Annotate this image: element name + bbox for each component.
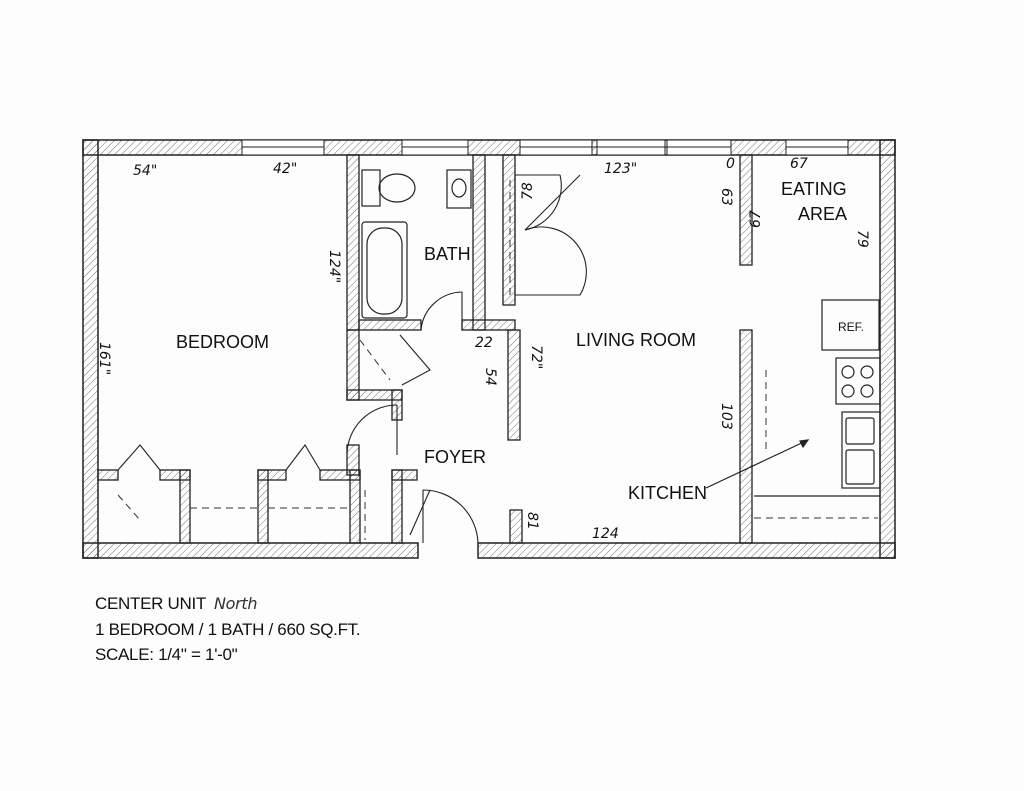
annotation-72: 72" xyxy=(528,345,544,369)
annotation-79: 79 xyxy=(854,230,870,248)
wall-right xyxy=(879,139,896,559)
dashed-lines xyxy=(117,180,878,540)
wall-bottom-left xyxy=(82,542,419,559)
stove xyxy=(835,357,881,405)
ref-label: REF. xyxy=(838,320,864,334)
annotation-67-top: 67 xyxy=(790,156,808,172)
annotation-54-b: 54 xyxy=(482,368,498,386)
caption-unit: CENTER UNIT xyxy=(95,594,206,613)
annotation-42: 42" xyxy=(273,161,297,177)
annotation-81: 81 xyxy=(524,512,540,530)
windows xyxy=(241,139,849,156)
annotation-67-side: 67 xyxy=(748,210,764,228)
caption-unit-handwritten: North xyxy=(213,594,258,613)
annotation-78: 78 xyxy=(520,182,536,200)
kitchen-sink xyxy=(841,411,881,489)
refrigerator xyxy=(821,299,880,351)
annotation-123: 123" xyxy=(604,161,637,177)
foyer-label: FOYER xyxy=(424,447,486,467)
caption-line-1: CENTER UNIT North xyxy=(95,594,258,614)
living-room-label: LIVING ROOM xyxy=(576,330,696,350)
bathtub xyxy=(361,221,408,319)
toilet-tank xyxy=(361,169,381,207)
kitchen-appliances xyxy=(705,299,881,497)
bedroom-label: BEDROOM xyxy=(176,332,269,352)
wall-top xyxy=(82,139,896,156)
eating-area-label-line1: EATING xyxy=(781,179,847,199)
annotation-22: 22 xyxy=(475,335,493,351)
bath-fixtures xyxy=(361,169,472,319)
wall-bottom-right xyxy=(477,542,896,559)
annotation-63: 63 xyxy=(718,188,734,206)
kitchen-label: KITCHEN xyxy=(628,483,707,503)
bath-label: BATH xyxy=(424,244,471,264)
caption-line-3: SCALE: 1/4" = 1'-0" xyxy=(95,645,238,664)
wall-left xyxy=(82,139,99,559)
dimension-annotations: 54" 42" 123" 0 67 63 67 79 124" 161" 22 … xyxy=(96,156,870,542)
annotation-124-bottom: 124 xyxy=(592,526,619,542)
door-swings xyxy=(117,174,587,544)
annotation-0: 0 xyxy=(726,156,735,172)
annotation-124-side: 124" xyxy=(326,250,342,283)
eating-area-label-line2: AREA xyxy=(798,204,847,224)
annotation-161: 161" xyxy=(96,342,112,375)
toilet-bowl xyxy=(378,173,416,203)
caption-line-2: 1 BEDROOM / 1 BATH / 660 SQ.FT. xyxy=(95,620,361,639)
annotation-103: 103 xyxy=(718,403,734,430)
sink xyxy=(446,169,472,209)
annotation-54: 54" xyxy=(133,163,157,179)
